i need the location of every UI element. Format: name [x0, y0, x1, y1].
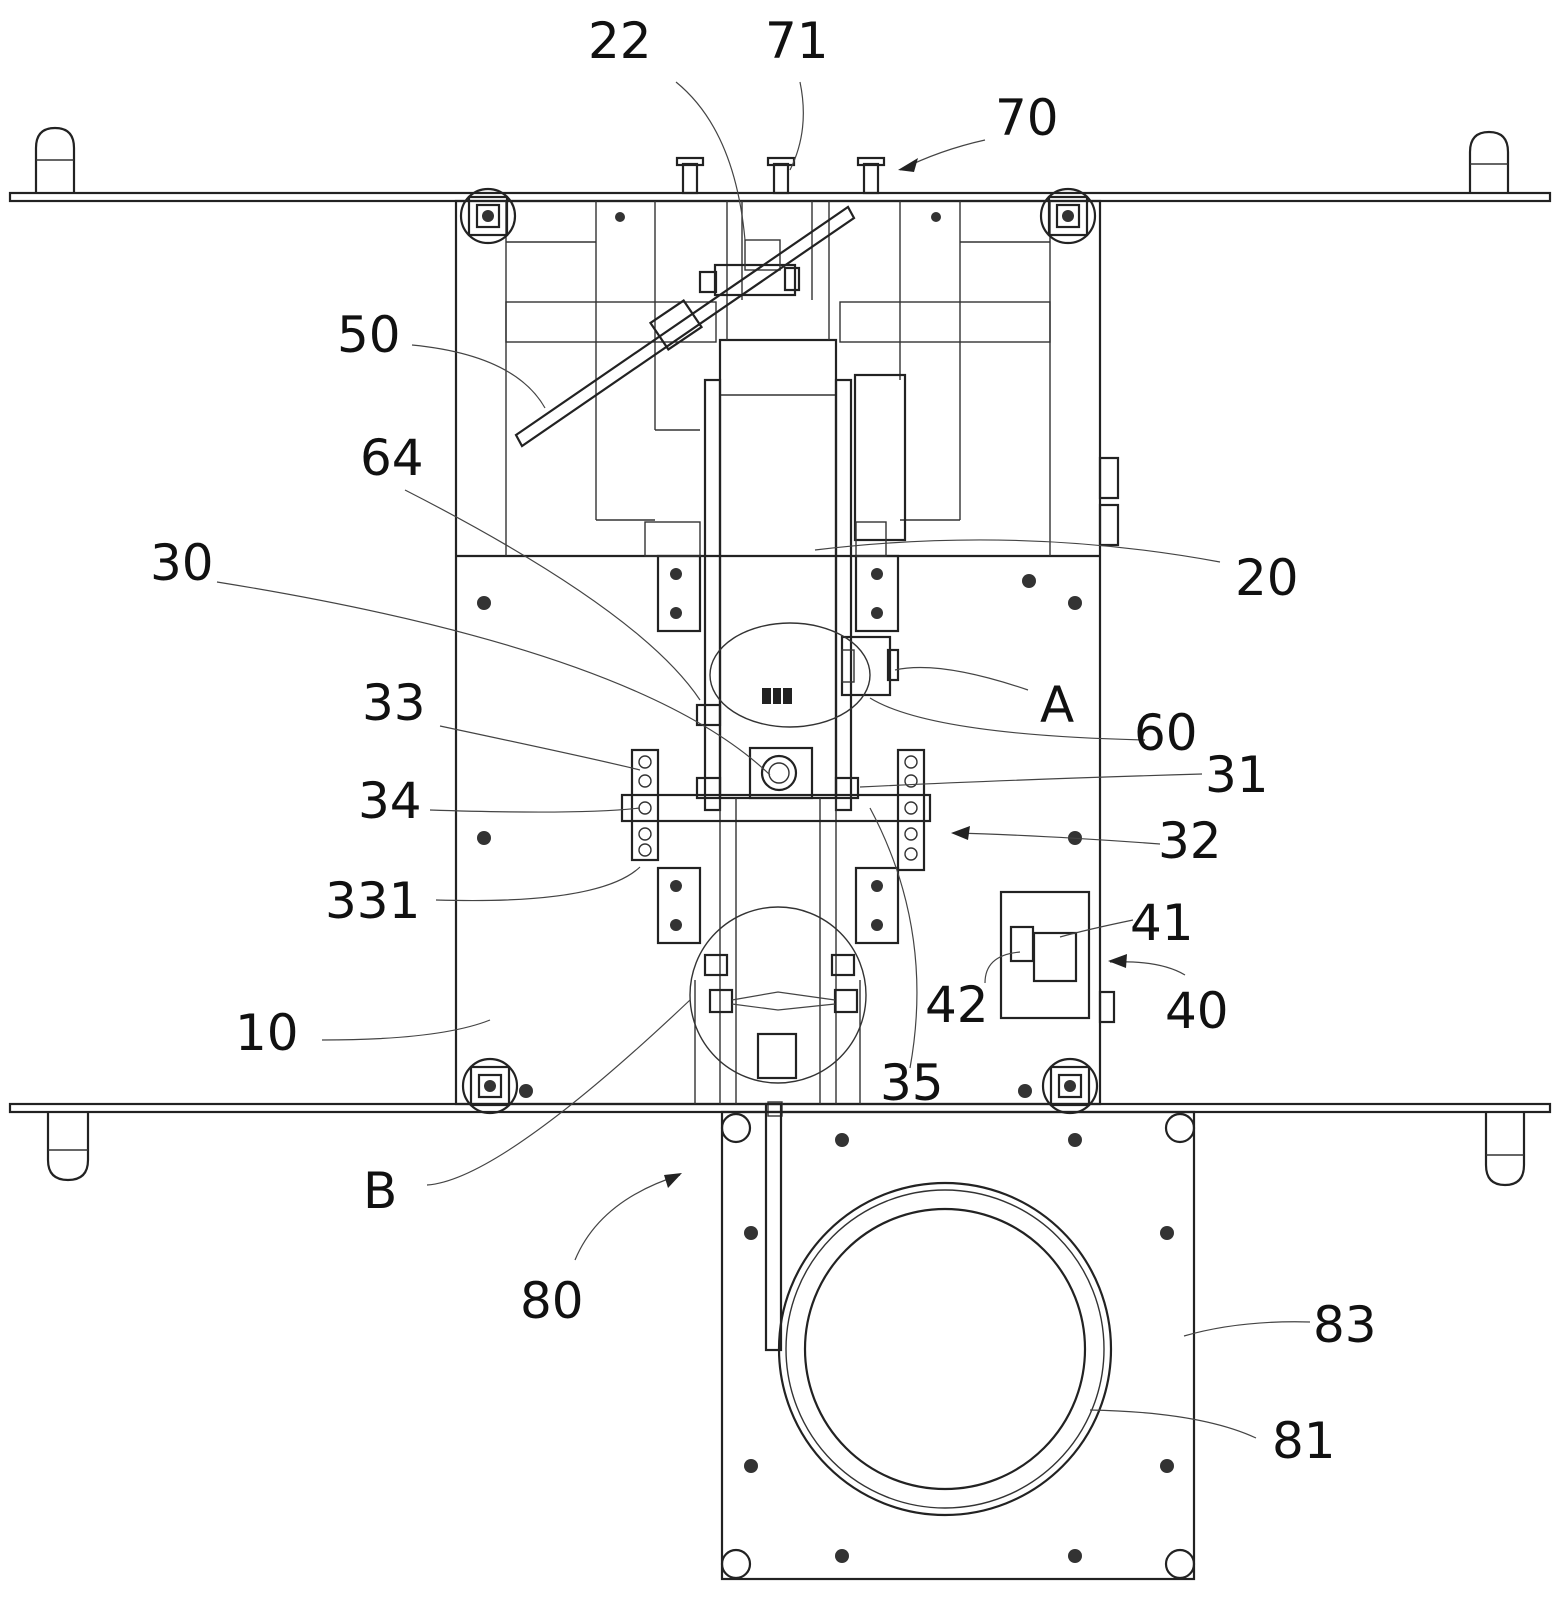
- arrowhead-80: [664, 1173, 682, 1188]
- label-83: 83: [1313, 1296, 1377, 1354]
- label-64: 64: [360, 429, 424, 487]
- mounting-plates: [645, 522, 898, 943]
- label-b: B: [363, 1162, 397, 1220]
- frame-bolts: [477, 212, 1082, 1098]
- reference-labels: 22 71 70 50 64 20 30 A 60 33 31 34 32 33…: [150, 12, 1377, 1470]
- label-71: 71: [765, 12, 829, 70]
- detail-a-circle: [710, 623, 870, 727]
- crossbar: [622, 750, 930, 870]
- arrowhead-70: [898, 158, 918, 172]
- central-column: [695, 201, 860, 1104]
- main-frame: [456, 201, 1118, 1104]
- label-34: 34: [358, 772, 422, 830]
- label-a: A: [1040, 676, 1074, 734]
- detail-b-parts: [690, 907, 866, 1116]
- label-32: 32: [1158, 812, 1222, 870]
- label-60: 60: [1134, 704, 1198, 762]
- label-35: 35: [880, 1054, 944, 1112]
- label-50: 50: [337, 306, 401, 364]
- label-22: 22: [588, 12, 652, 70]
- label-31: 31: [1205, 746, 1269, 804]
- arrowhead-32: [951, 826, 970, 840]
- label-40: 40: [1165, 982, 1229, 1040]
- label-10: 10: [235, 1004, 299, 1062]
- label-331: 331: [325, 872, 420, 930]
- top-bracket: [700, 240, 799, 295]
- label-33: 33: [362, 674, 426, 732]
- label-70: 70: [995, 89, 1059, 147]
- detail-b-circle: [690, 907, 866, 1083]
- label-30: 30: [150, 534, 214, 592]
- clamp-block: [697, 748, 858, 798]
- control-box: [1001, 892, 1089, 1018]
- wheel: [779, 1183, 1111, 1515]
- top-rail: [10, 128, 1550, 201]
- label-42: 42: [925, 976, 989, 1034]
- label-41: 41: [1130, 894, 1194, 952]
- label-80: 80: [520, 1272, 584, 1330]
- diagonal-rod: [516, 207, 854, 446]
- label-81: 81: [1272, 1412, 1336, 1470]
- arrowhead-40: [1108, 954, 1127, 968]
- label-20: 20: [1235, 549, 1299, 607]
- detail-a-parts: [697, 623, 898, 727]
